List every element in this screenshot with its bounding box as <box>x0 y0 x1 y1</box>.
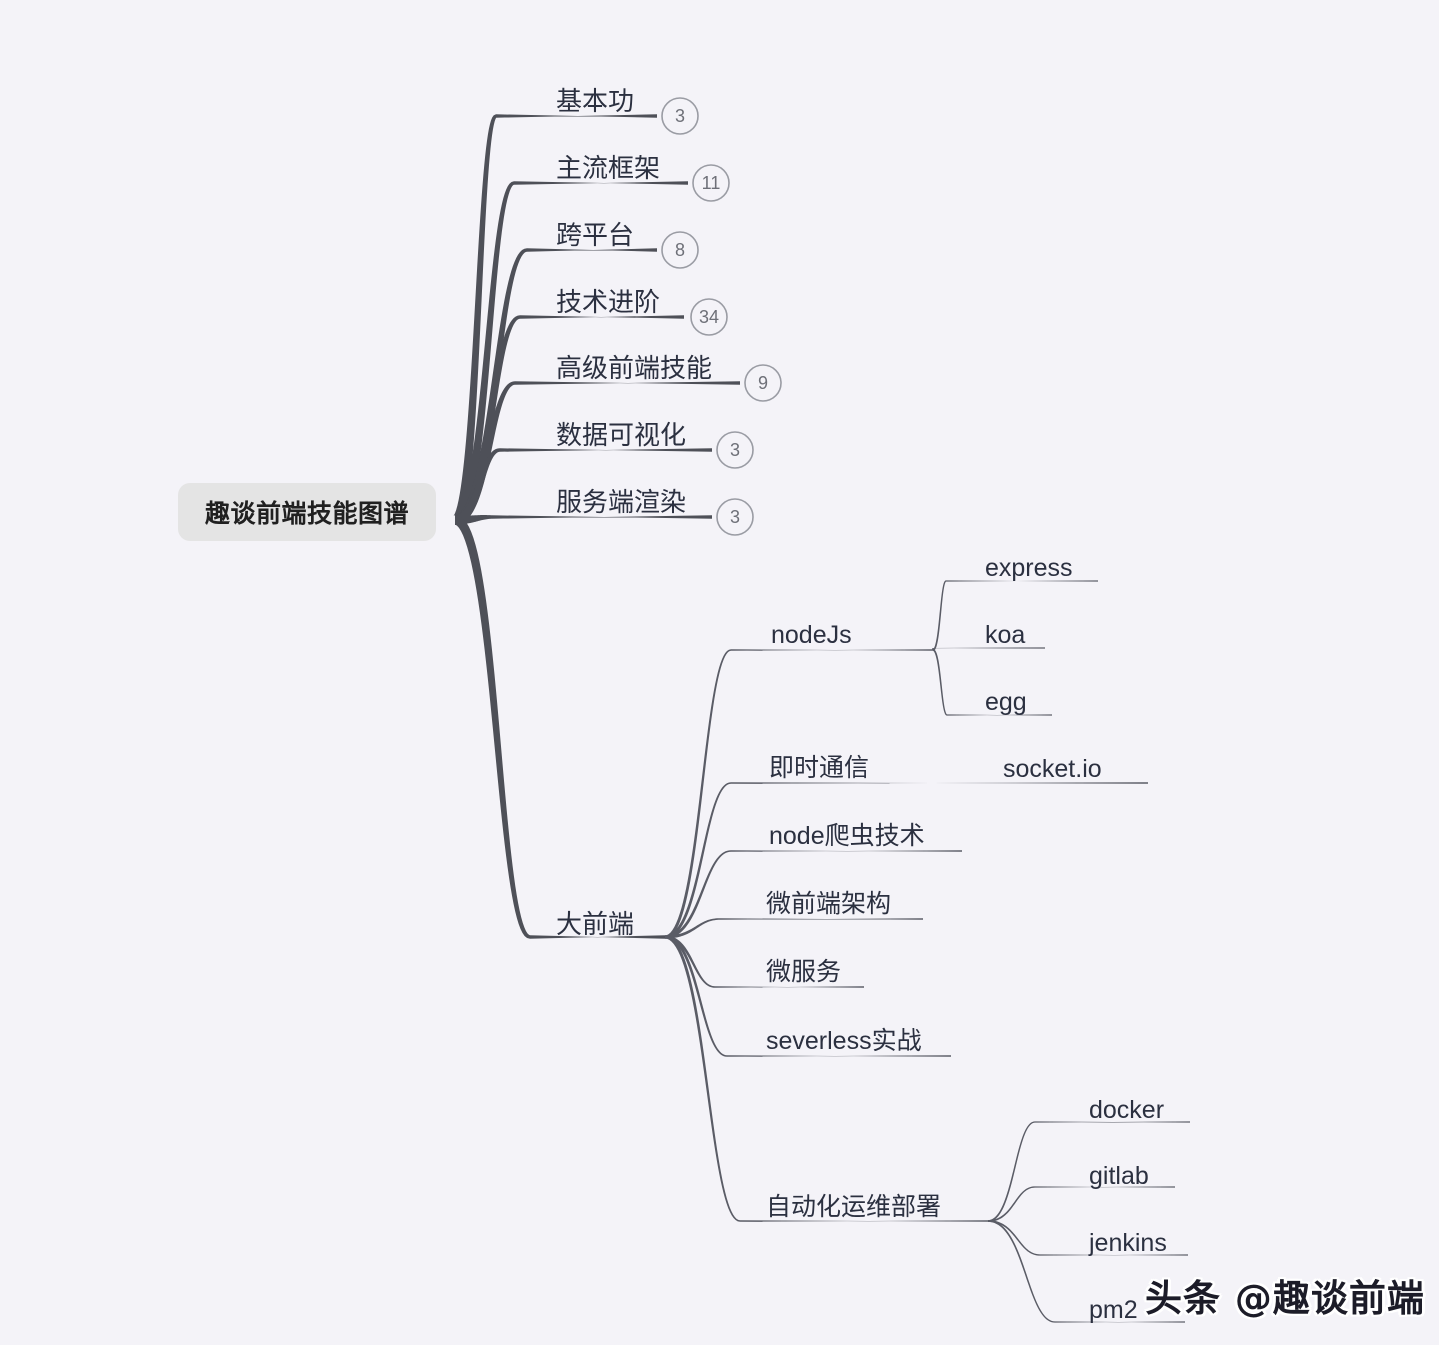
badge-count-1: 11 <box>701 173 721 193</box>
branch-label-3[interactable]: 技术进阶 <box>556 287 661 317</box>
badge-circle <box>716 431 754 469</box>
subbranch-label-3[interactable]: 微前端架构 <box>766 890 892 918</box>
branch-edge-2 <box>455 248 657 525</box>
main-branch-edges <box>453 114 740 939</box>
watermark-text: 头条 @趣谈前端 <box>1145 1277 1425 1320</box>
subbranch-label-0[interactable]: nodeJs <box>771 621 852 649</box>
subbranch-label-1[interactable]: 即时通信 <box>769 754 870 782</box>
subbranch-edge-3 <box>665 918 923 939</box>
subbranch-label-4[interactable]: 微服务 <box>766 958 842 986</box>
branch-label-6[interactable]: 服务端渲染 <box>556 487 687 517</box>
leaf-label-6-2[interactable]: jenkins <box>1089 1229 1167 1257</box>
leaf-label-0-0[interactable]: express <box>985 554 1073 582</box>
leaf-label-0-2[interactable]: egg <box>985 688 1027 716</box>
badge-circle <box>692 164 730 202</box>
subbranch-label-5[interactable]: severless实战 <box>766 1027 922 1055</box>
badge-circle <box>744 364 782 402</box>
root-node-label[interactable]: 趣谈前端技能图谱 <box>204 500 409 528</box>
leaf-edge-0-1 <box>932 647 1045 650</box>
badge-circle <box>661 97 699 135</box>
leaf-label-6-0[interactable]: docker <box>1089 1096 1165 1124</box>
badge-circles <box>661 97 782 536</box>
branch-label-4[interactable]: 高级前端技能 <box>556 353 713 383</box>
branch-label-5[interactable]: 数据可视化 <box>556 420 687 450</box>
badge-count-4: 9 <box>757 373 768 393</box>
subbranch-edge-1 <box>665 782 1148 939</box>
branch-edge-6 <box>455 515 712 525</box>
leaf-label-0-1[interactable]: koa <box>985 621 1026 649</box>
leaf-label-6-3[interactable]: pm2 <box>1089 1296 1138 1324</box>
leaf-label-1-0[interactable]: socket.io <box>1003 755 1102 783</box>
branch-label-2[interactable]: 跨平台 <box>556 220 635 250</box>
badge-circle <box>661 231 699 269</box>
branch-label-1[interactable]: 主流框架 <box>556 153 661 183</box>
root-node-background <box>178 483 436 541</box>
badge-circle <box>690 298 728 336</box>
badge-count-3: 34 <box>698 307 720 327</box>
badge-count-6: 3 <box>729 507 740 527</box>
badge-circle <box>716 498 754 536</box>
branch-edge-big-frontend <box>455 515 665 939</box>
subbranch-label-2[interactable]: node爬虫技术 <box>769 822 925 850</box>
branch-label-big-frontend[interactable]: 大前端 <box>556 909 635 939</box>
badge-count-0: 3 <box>674 106 685 126</box>
leaf-label-6-1[interactable]: gitlab <box>1089 1162 1149 1190</box>
badge-count-2: 8 <box>674 240 685 260</box>
branch-label-0[interactable]: 基本功 <box>556 86 635 116</box>
subbranch-label-6[interactable]: 自动化运维部署 <box>766 1193 942 1221</box>
sub-branch-edges <box>665 580 1190 1323</box>
badge-count-5: 3 <box>729 440 740 460</box>
leaf-edge-6-1 <box>988 1186 1175 1222</box>
